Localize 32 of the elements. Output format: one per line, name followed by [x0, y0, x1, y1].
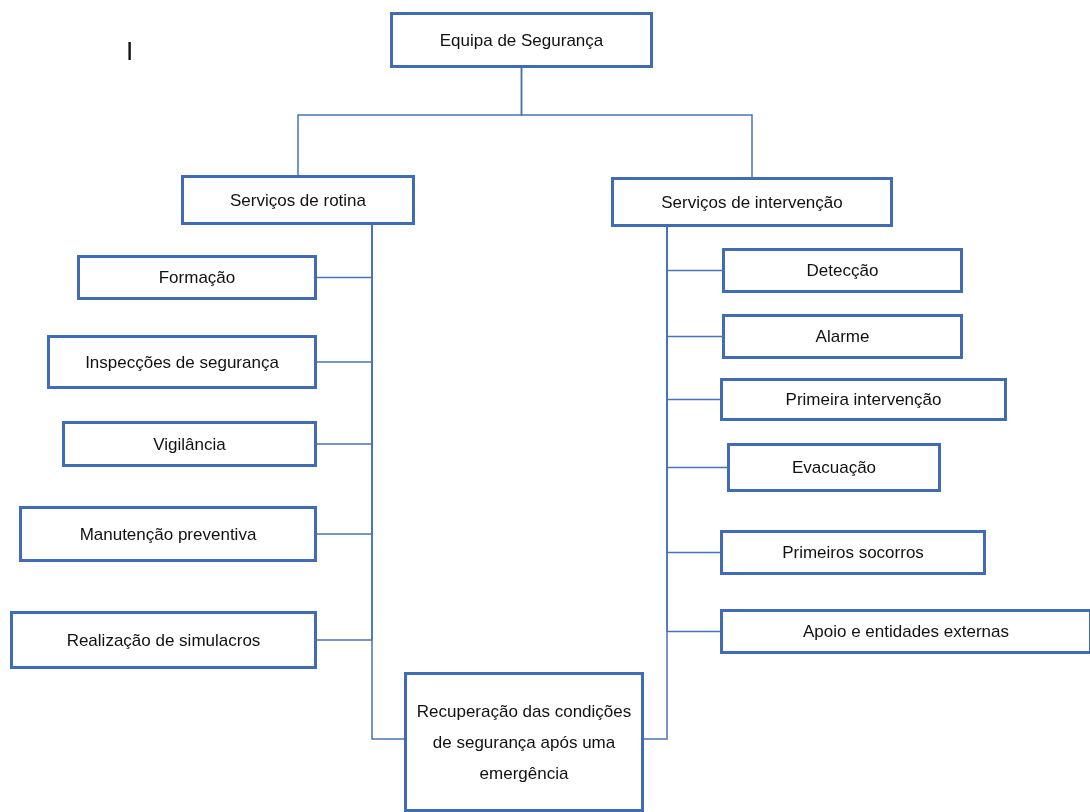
- box-label: Primeiros socorros: [782, 542, 924, 564]
- box-label: Serviços de rotina: [229, 189, 367, 212]
- org-box: [62, 421, 317, 467]
- org-box: [390, 12, 653, 68]
- org-box: [10, 611, 317, 669]
- box-label: Formação: [158, 267, 236, 289]
- org-box: [611, 177, 893, 227]
- box-label: Realização de simulacros: [66, 629, 261, 652]
- box-label: Apoio e entidades externas: [802, 621, 1009, 643]
- org-box: [720, 530, 986, 575]
- box-label: Detecção: [806, 260, 879, 282]
- box-label: Equipa de Segurança: [439, 29, 604, 52]
- box-label: Alarme: [815, 326, 870, 348]
- box-label: Evacuação: [791, 457, 877, 479]
- org-box: [722, 248, 963, 293]
- connector-line: [520, 67, 753, 178]
- box-label: Serviços de intervenção: [661, 191, 843, 214]
- org-box: [77, 255, 317, 300]
- org-box: [404, 672, 644, 812]
- box-label: Manutenção preventiva: [79, 523, 257, 546]
- org-box: [720, 609, 1090, 654]
- box-label: Vigilância: [153, 433, 226, 456]
- org-box: [727, 443, 941, 492]
- box-label: Primeira intervenção: [785, 389, 942, 411]
- org-box: [47, 335, 317, 389]
- box-label: Recuperação das condições de segurança após uma emergência: [415, 700, 633, 785]
- org-box: [720, 378, 1007, 421]
- org-box: [722, 314, 963, 359]
- org-box: [19, 506, 317, 562]
- box-label: Inspecções de segurança: [85, 351, 279, 374]
- text-mark: I: [126, 36, 134, 67]
- org-box: [181, 175, 415, 225]
